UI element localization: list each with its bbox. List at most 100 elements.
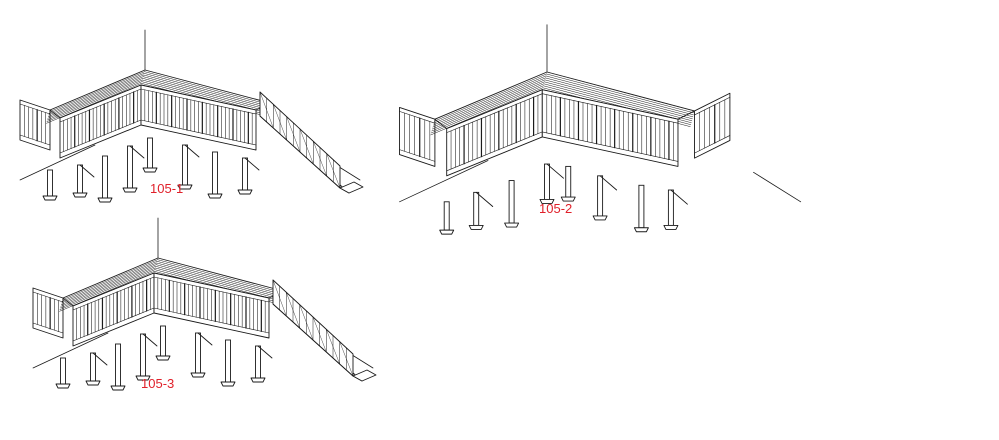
post-footing [633,227,649,233]
reference-axis [32,332,109,369]
drawing-label-105-3: 105-3 [141,376,175,391]
deck-board [60,266,157,307]
post-footing [250,377,266,383]
knee-brace [475,191,494,207]
post-footing [592,215,608,221]
deck-board [143,74,269,109]
knee-brace [670,189,688,205]
deck-board [62,259,158,300]
knee-brace [142,333,158,347]
deck-board [61,261,158,302]
deck-board [156,262,282,297]
post-footing [97,197,113,203]
deck-board [545,77,694,118]
deck-board [430,85,544,134]
deck-board [155,264,282,298]
post-footing [504,222,520,228]
support-post [47,169,53,197]
support-post [127,145,133,189]
deck-board [431,83,545,132]
support-post [473,191,480,226]
rail-top [19,103,51,115]
knee-brace [197,332,213,346]
support-post [140,333,146,377]
stair-brace [299,304,314,341]
deck-board [47,79,143,121]
post-footing [560,196,576,202]
deck-board [142,78,269,112]
knee-brace [257,345,273,359]
post-footing [539,198,555,204]
deck-board [47,76,144,117]
deck-board [61,262,157,304]
knee-brace [92,352,108,366]
deck-board [157,259,283,293]
knee-brace [79,164,95,178]
post-footing [142,167,158,173]
reference-axis [753,171,802,203]
knee-brace [599,175,618,191]
deck-board [59,269,156,310]
deck-board [433,75,547,124]
post-footing [155,355,171,361]
support-post [242,157,248,191]
deck-board [47,78,144,119]
deck-board [60,267,156,309]
support-post [102,155,108,199]
stair-brace [312,316,327,353]
support-post [60,357,66,385]
deck-board [46,81,143,122]
deck-board [432,79,546,128]
support-post [508,180,515,224]
drawing-label-105-2: 105-2 [539,201,573,216]
deck-board [156,261,283,295]
post-footing [122,187,138,193]
post-footing [220,381,236,387]
stair-brace [339,341,354,377]
support-post [597,175,604,217]
stair-brace [272,279,287,317]
deck-drawing-105-1 [19,29,364,203]
rail-top [399,111,436,124]
support-post [90,352,96,382]
end-railing-right [694,92,731,159]
support-post [667,189,674,226]
support-post [638,184,645,229]
knee-brace [184,144,200,158]
post-footing [237,189,253,195]
deck-board [144,71,270,105]
deck-board [143,73,270,107]
stair-brace [273,104,287,141]
support-post [115,343,121,387]
post-footing [177,184,193,190]
deck-board [48,74,144,116]
deck-drawing-105-3 [32,217,377,391]
deck-board [546,73,695,114]
reference-axis [399,160,489,203]
rail-bottom [32,322,64,334]
rail-bottom [19,134,51,146]
support-post [147,137,153,169]
deck-board [543,83,692,123]
post-footing [468,224,484,230]
deck-board [432,81,545,130]
deck-drawing-105-2 [399,24,802,235]
post-footing [663,224,679,230]
support-post [565,165,572,198]
rail-bottom [694,135,731,154]
support-post [195,332,201,374]
rail-top [32,291,64,303]
end-railing-left [399,106,436,167]
support-post [212,151,218,195]
post-footing [85,380,101,386]
post-footing [135,375,151,381]
deck-board [544,79,693,120]
rail-top [694,96,731,116]
stair-brace [286,292,300,329]
support-post [255,345,261,379]
deck-board [545,75,694,116]
deck-board [142,76,269,110]
stair-brace [313,141,327,177]
stair-brace [299,128,314,165]
stair-landing [339,181,364,194]
